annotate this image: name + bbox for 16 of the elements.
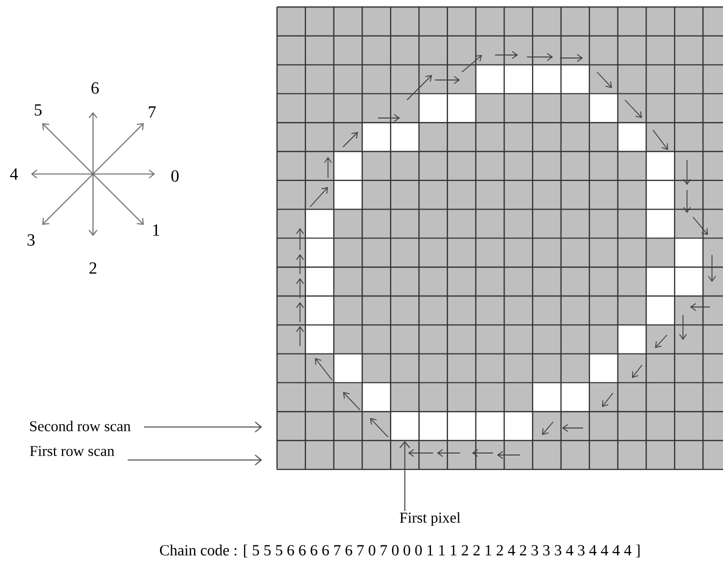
direction-number: 1: [153, 224, 160, 236]
direction-number: 7: [148, 106, 156, 118]
scan-arrow: [128, 454, 262, 466]
scan-label: First pixel: [400, 512, 460, 526]
direction-number: 6: [92, 82, 99, 94]
direction-number: 2: [90, 262, 96, 274]
leader-line: [399, 441, 410, 511]
scan-label: Second row scan: [30, 420, 131, 432]
scan-label: First row scan: [30, 446, 114, 456]
first-pixel-cell: [390, 410, 420, 442]
scan-arrow: [144, 422, 262, 432]
direction-number: 5: [34, 104, 42, 116]
chain-code-text: Chain code : [ 5 5 5 6 6 6 6 7 6 7 0 7 0 0 0 1 1 1 2 2 1 2 4 2 3 3 3 4 3 4 4 4 4 ]: [160, 544, 640, 558]
direction-number: 4: [10, 168, 18, 180]
direction-number: 3: [28, 234, 35, 246]
direction-number: 0: [171, 170, 179, 182]
